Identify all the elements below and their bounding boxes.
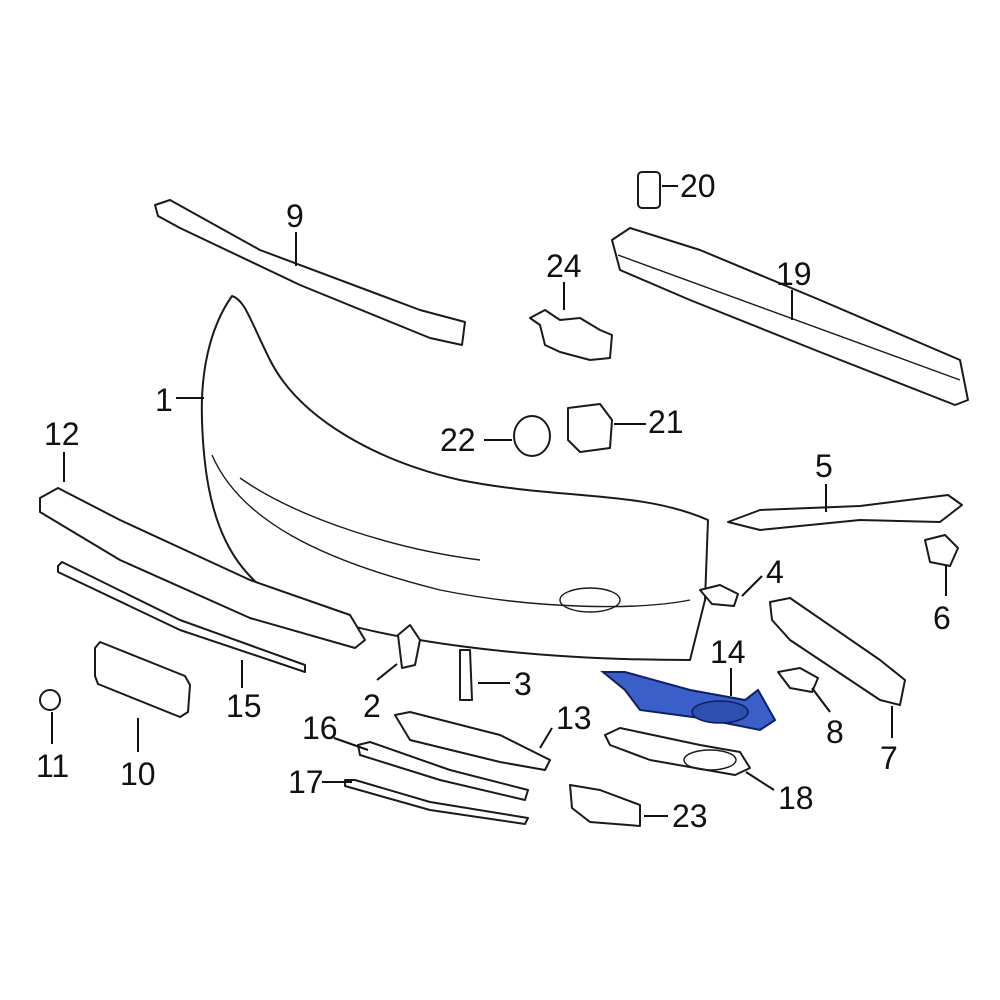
part-20-bolt[interactable] [637,171,661,209]
part-12-lower-grille[interactable] [39,487,366,649]
part-2-clip[interactable] [397,624,421,669]
callout-17[interactable]: 17 [288,764,324,800]
part-19-reinforcement-beam[interactable] [611,227,969,406]
callout-6[interactable]: 6 [933,600,951,636]
callout-24[interactable]: 24 [546,248,582,284]
part-5-side-bracket[interactable] [727,494,963,531]
callout-13[interactable]: 13 [556,700,592,736]
callout-15[interactable]: 15 [226,688,262,724]
part-18-fog-lamp-cover[interactable] [604,727,751,776]
part-24-bracket[interactable] [529,309,613,361]
callout-3[interactable]: 3 [514,666,532,702]
part-6-clip[interactable] [924,534,959,567]
callout-12[interactable]: 12 [44,416,80,452]
callout-22[interactable]: 22 [440,422,476,458]
part-10-license-bracket[interactable] [94,641,191,718]
callout-10[interactable]: 10 [120,756,156,792]
callout-19[interactable]: 19 [776,256,812,292]
part-17-molding[interactable] [344,779,529,825]
callout-16[interactable]: 16 [302,710,338,746]
part-9-upper-retainer[interactable] [154,199,466,346]
callout-5[interactable]: 5 [815,448,833,484]
part-16-molding[interactable] [357,741,529,801]
callout-arrows [51,185,947,817]
callout-7[interactable]: 7 [880,740,898,776]
callout-18[interactable]: 18 [778,780,814,816]
part-3-bolt[interactable] [459,649,473,701]
part-11-screw[interactable] [39,689,61,711]
callout-14[interactable]: 14 [710,634,746,670]
part-21-sensor-bracket[interactable] [567,403,613,453]
part-14-fog-lamp-bezel[interactable] [600,671,777,732]
part-7-side-retainer[interactable] [769,597,906,706]
callout-1[interactable]: 1 [155,382,173,418]
callout-9[interactable]: 9 [286,198,304,234]
callout-2[interactable]: 2 [363,688,381,724]
callout-4[interactable]: 4 [766,554,784,590]
callout-23[interactable]: 23 [672,798,708,834]
part-23-connector[interactable] [569,784,641,827]
callout-21[interactable]: 21 [648,404,684,440]
part-13-grille-insert[interactable] [394,711,551,771]
part-15-molding[interactable] [57,561,306,673]
callout-8[interactable]: 8 [826,714,844,750]
part-4-clip[interactable] [699,584,739,607]
part-1-bumper-cover[interactable] [200,295,709,661]
part-22-sensor[interactable] [513,415,551,457]
callout-11[interactable]: 11 [36,748,70,784]
part-8-clip[interactable] [777,667,819,693]
callout-20[interactable]: 20 [680,168,716,204]
